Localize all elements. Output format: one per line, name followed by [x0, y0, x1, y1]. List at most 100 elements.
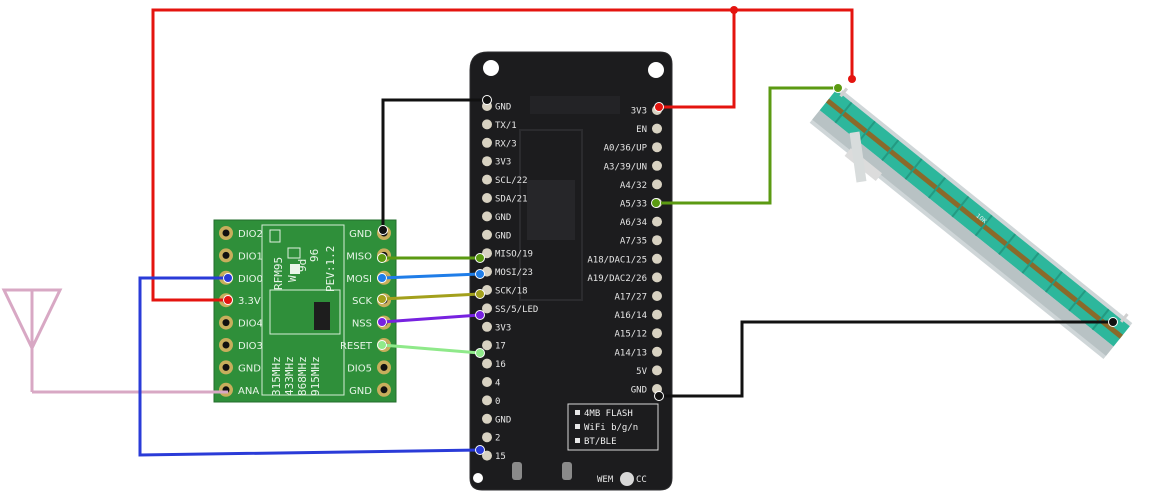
rfm95-pad-hole: [222, 319, 230, 327]
info-wifi: WiFi b/g/n: [584, 423, 638, 433]
rfm95-version: PEV:1.2: [324, 246, 337, 292]
esp32-pin: [482, 358, 492, 369]
rfm95-left-label: DIO4: [238, 319, 263, 330]
rfm95-right-label: RESET: [340, 341, 373, 352]
esp32-pin: [482, 137, 492, 148]
esp32-pin: [482, 450, 492, 461]
rfm95-pad-hole: [222, 229, 230, 237]
rfm95-pad-hole: [222, 363, 230, 371]
esp32-board: 4MB FLASH WiFi b/g/n BT/BLE WEM CC GNDTX…: [469, 51, 673, 491]
esp32-module-outline: [519, 129, 583, 301]
esp32-smd-part: [562, 462, 572, 480]
wire-dot: [654, 102, 664, 112]
rfm95-silk-box: [269, 289, 341, 335]
wire-mosi: [381, 272, 481, 280]
wire-dot: [223, 273, 233, 283]
wire-pot-wiper: [656, 86, 838, 205]
rfm95-left-label: ANA: [238, 386, 259, 397]
esp32-left-pin-label: 0: [495, 397, 500, 407]
esp32-mount-hole: [473, 473, 483, 483]
wire-dot: [833, 83, 843, 93]
esp32-info-box: [567, 403, 659, 451]
rfm95-right-label: SCK: [352, 296, 372, 307]
wire-dot: [475, 289, 485, 299]
esp32-left-pin-label: 3V3: [495, 158, 511, 168]
esp32-right-pin-label: A7/35: [620, 237, 647, 247]
slider-rib: [951, 195, 970, 218]
slider-pin: [839, 87, 849, 98]
wire-endpoint: [848, 75, 856, 83]
esp32-pin: [482, 321, 492, 332]
esp32-pin: [482, 156, 492, 167]
esp32-right-pin-label: A4/32: [620, 181, 647, 191]
antenna: [1, 288, 228, 394]
rfm95-freq-433: 433MHz: [283, 356, 296, 396]
slider-rib: [1068, 289, 1087, 312]
wire-dot: [654, 391, 664, 401]
esp32-mount-hole: [483, 60, 499, 76]
esp32-pin: [652, 291, 662, 301]
slider-rail: [812, 110, 1114, 356]
wire-dot: [377, 317, 387, 327]
wire-3v3-esp: [659, 10, 736, 109]
wire-dot: [1108, 317, 1118, 327]
info-bullet: [575, 410, 580, 415]
esp32-pin: [652, 142, 662, 153]
rfm95-right-label: NSS: [352, 319, 372, 330]
wires: [138, 6, 1113, 457]
info-flash: 4MB FLASH: [584, 409, 633, 419]
esp32-right-pin-label: A6/34: [620, 218, 647, 228]
rfm95-left-label: DIO2: [238, 229, 263, 240]
esp32-pin: [652, 179, 662, 190]
esp32-right-pin-label: A19/DAC2/26: [587, 274, 647, 284]
rfm95-right-label: MISO: [346, 251, 372, 262]
info-bt: BT/BLE: [584, 437, 617, 447]
esp32-right-pin-label: 3V3: [631, 107, 647, 117]
rfm95-freq-868: 868MHz: [296, 356, 309, 396]
esp32-pin: [482, 229, 492, 240]
esp32-right-pin-label: A17/27: [614, 293, 647, 303]
wire-reset: [381, 343, 481, 355]
wire-dot: [475, 310, 485, 320]
rfm95-pad-hole: [222, 251, 230, 259]
slider-pin: [1119, 313, 1129, 323]
esp32-pin: [482, 395, 492, 406]
wire-junction: [730, 6, 738, 14]
wire-dio0: [138, 276, 481, 457]
rfm95-right-label: DIO5: [347, 363, 372, 374]
slider-rib: [1044, 271, 1063, 293]
rfm95-code-2: 96: [308, 249, 321, 262]
rfm95-right-label: GND: [349, 229, 372, 240]
wire-dot: [377, 294, 387, 304]
esp32-left-pin-label: 17: [495, 342, 506, 352]
slider-rib: [857, 120, 876, 143]
rfm95-model: RFM95: [272, 257, 285, 290]
esp32-right-pin-label: A14/13: [614, 348, 647, 358]
info-bullet: [575, 438, 580, 443]
esp32-pin: [482, 193, 492, 203]
esp32-chip: [527, 180, 575, 240]
wire-dot: [475, 348, 485, 358]
esp32-pin: [652, 235, 662, 246]
rfm95-pcb: [213, 219, 397, 403]
esp32-pin: [482, 211, 492, 222]
slider-rib: [928, 177, 946, 199]
wire-dot: [377, 253, 387, 263]
esp32-left-pin-label: GND: [495, 103, 511, 113]
rfm95-freq-315: 315MHz: [270, 356, 283, 396]
slider-rib: [904, 158, 923, 180]
rfm95-silk-pad: [290, 264, 300, 274]
rfm95-freq-915: 915MHz: [309, 356, 322, 396]
esp32-label-cc: CC: [636, 475, 647, 485]
slider-rib: [1091, 308, 1110, 331]
wire-3v3-rfm: [151, 8, 854, 302]
wire-dot: [475, 269, 485, 279]
wire-dot: [475, 253, 485, 263]
slide-potentiometer: 10K: [809, 86, 1133, 359]
wire-dot: [377, 273, 387, 283]
rfm95-silk-pad: [287, 247, 301, 259]
esp32-right-pin-label: A18/DAC1/25: [587, 255, 647, 265]
slider-rib: [881, 139, 900, 162]
